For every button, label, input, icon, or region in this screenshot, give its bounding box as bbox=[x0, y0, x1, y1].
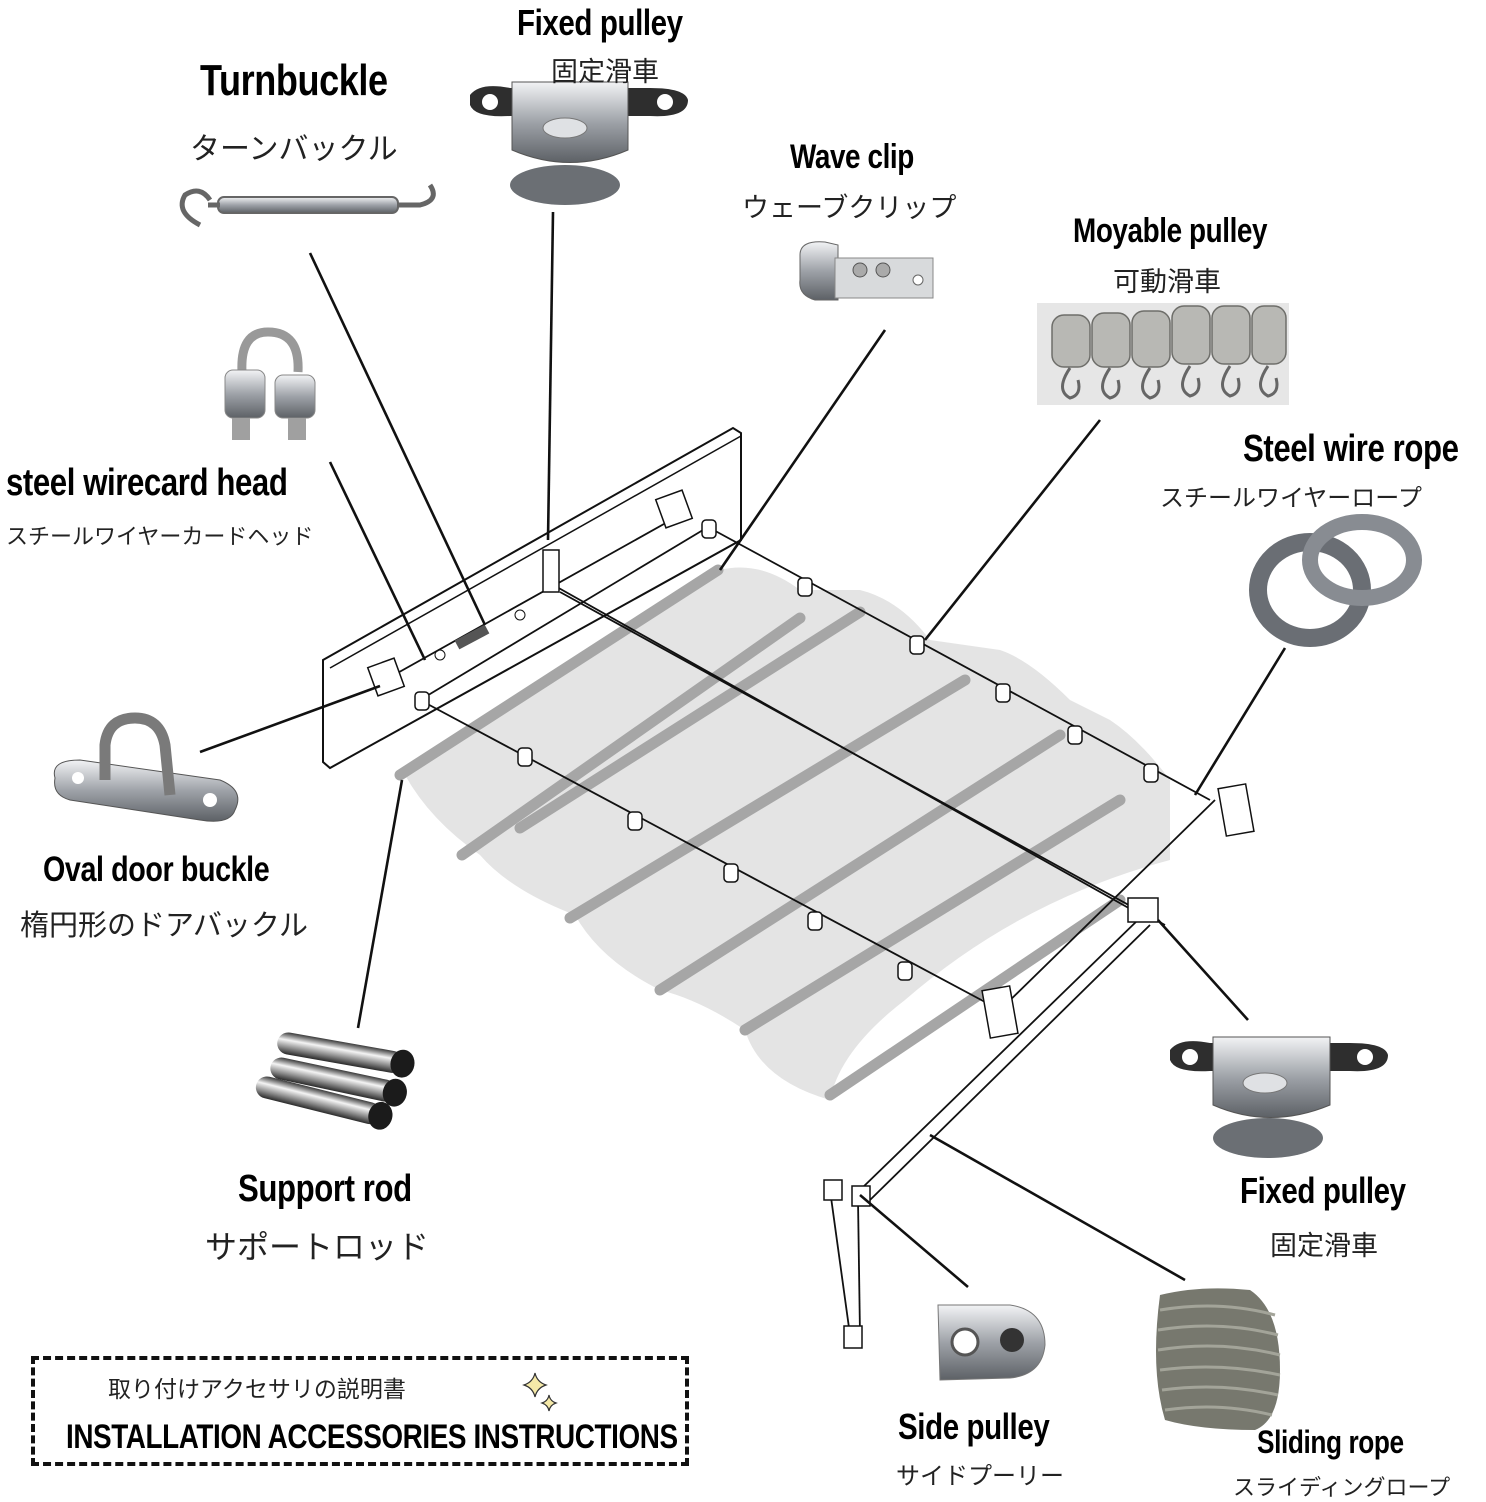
movable-pulley-label-jp: 可動滑車 bbox=[1113, 267, 1221, 298]
support-rod-label: Support rod bbox=[238, 1168, 412, 1210]
fixed-pulley-icon bbox=[1170, 1036, 1388, 1158]
support-rods bbox=[394, 564, 1126, 1101]
fixed-pulley-bottom-label-jp: 固定滑車 bbox=[1270, 1231, 1378, 1262]
sparkle-icon bbox=[522, 1372, 558, 1412]
fixed-pulley-bottom-label: Fixed pulley bbox=[1240, 1170, 1406, 1211]
sliding-rope-label-jp: スライディングロープ bbox=[1233, 1476, 1451, 1501]
pad-eye-icon bbox=[53, 712, 239, 822]
side-pulley-icon bbox=[937, 1304, 1046, 1381]
turnbuckle-label: Turnbuckle bbox=[200, 56, 388, 105]
leader-lines bbox=[199, 211, 1287, 1288]
tubes-icon bbox=[255, 1032, 415, 1130]
movable-pulley-icon bbox=[1037, 303, 1289, 405]
wave-clip-label: Wave clip bbox=[790, 138, 914, 176]
oval-door-buckle-label: Oval door buckle bbox=[43, 850, 270, 889]
sliding-rope-label: Sliding rope bbox=[1257, 1424, 1404, 1460]
wave-clip-label-jp: ウェーブクリップ bbox=[742, 193, 957, 224]
turnbuckle-icon bbox=[179, 183, 436, 228]
steel-wirecard-head-label: steel wirecard head bbox=[6, 462, 288, 504]
turnbuckle-on-wall bbox=[434, 609, 526, 661]
movable-pulley-label: Moyable pulley bbox=[1073, 212, 1268, 250]
side-pulley-label-jp: サイドプーリー bbox=[896, 1462, 1064, 1490]
steel-wire-rope-label: Steel wire rope bbox=[1243, 428, 1459, 470]
wave-clip-icon bbox=[799, 241, 934, 301]
fixed-pulley-icon bbox=[470, 81, 688, 205]
steel-wirecard-head-label-jp: スチールワイヤーカードヘッド bbox=[6, 525, 314, 550]
wire-rope-clip-icon bbox=[224, 327, 316, 440]
wall-brackets bbox=[366, 489, 1255, 1349]
movable-pulleys-on-wire bbox=[414, 519, 1159, 981]
support-rod-label-jp: サポートロッド bbox=[205, 1228, 430, 1266]
canopy-fabric bbox=[400, 567, 1170, 1100]
instructions-title-box bbox=[31, 1356, 689, 1466]
oval-door-buckle-label-jp: 楕円形のドアバックル bbox=[20, 908, 308, 942]
fixed-pulley-top-label: Fixed pulley bbox=[517, 2, 683, 43]
rope-bundle-icon bbox=[1156, 1288, 1281, 1430]
instructions-title-en: INSTALLATION ACCESSORIES INSTRUCTIONS bbox=[66, 1418, 678, 1456]
steel-wires bbox=[384, 514, 1216, 1336]
steel-wire-rope-label-jp: スチールワイヤーロープ bbox=[1160, 484, 1422, 512]
instructions-title-jp: 取り付けアクセサリの説明書 bbox=[108, 1377, 406, 1403]
wire-coil-icon bbox=[1249, 514, 1422, 647]
fixed-pulley-top-label-jp: 固定滑車 bbox=[551, 57, 659, 88]
turnbuckle-label-jp: ターンバックル bbox=[190, 132, 398, 167]
side-pulley-label: Side pulley bbox=[898, 1406, 1050, 1447]
